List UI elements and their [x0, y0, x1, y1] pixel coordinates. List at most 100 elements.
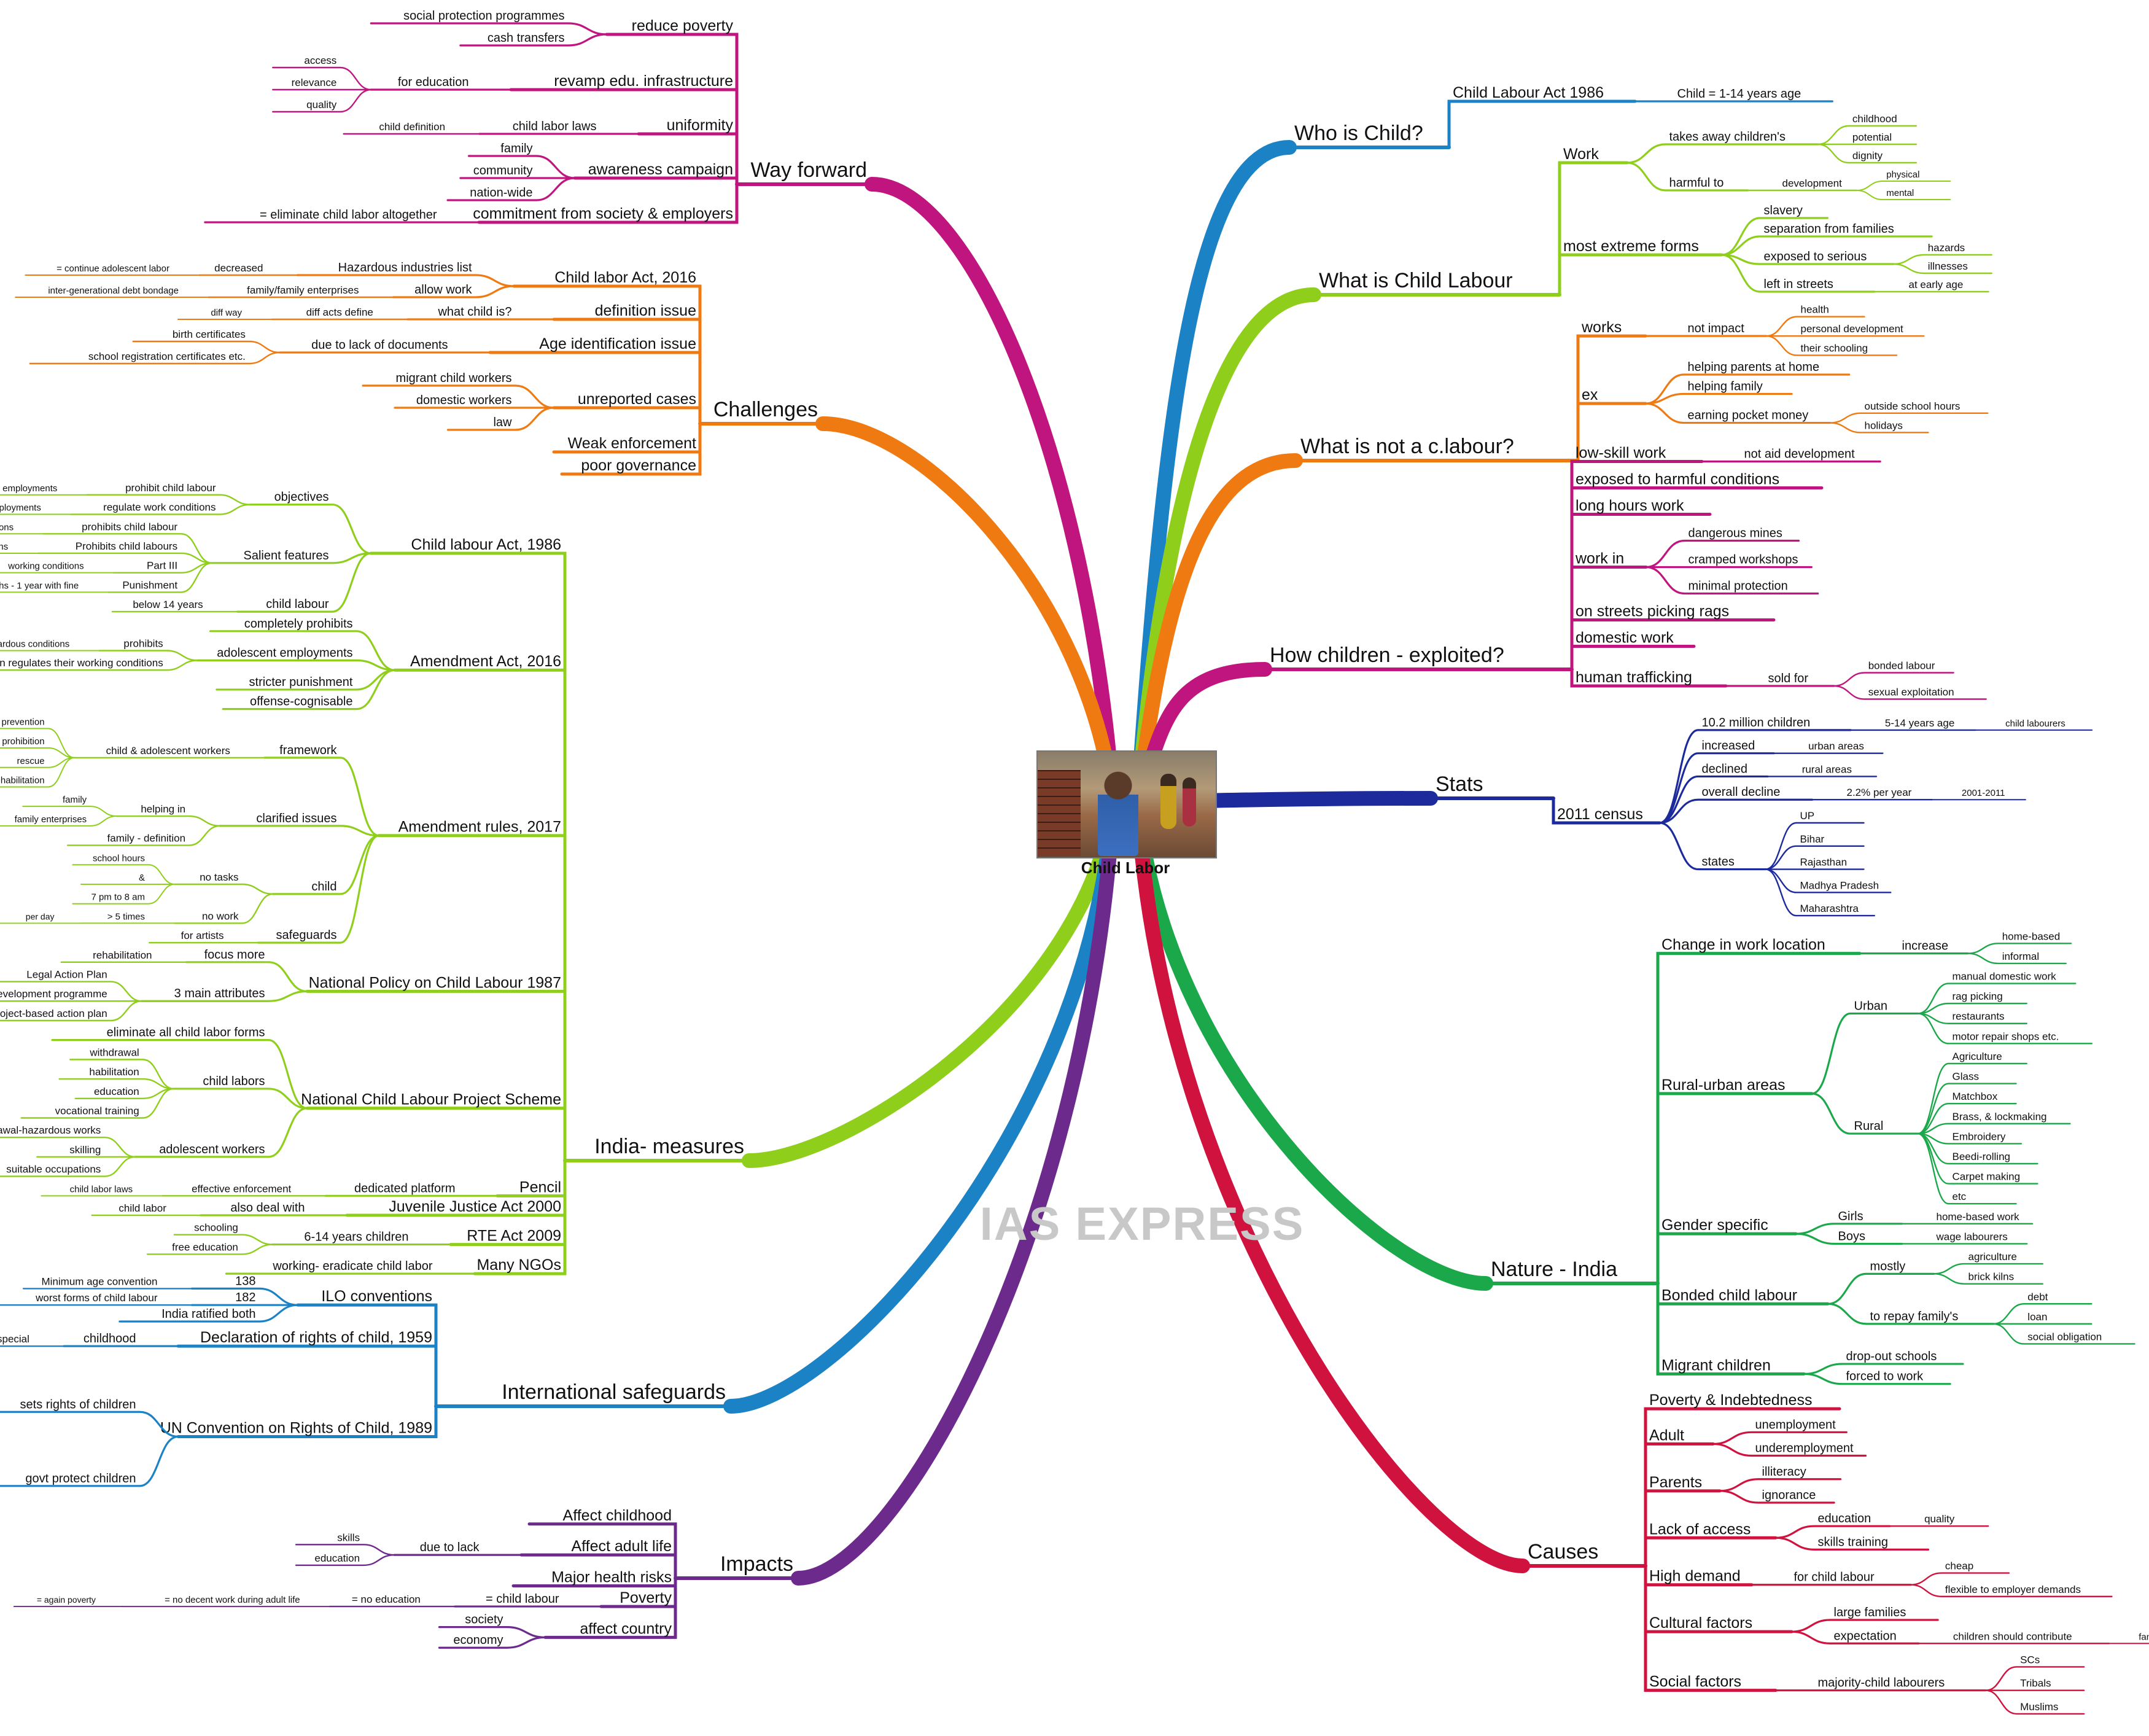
connector-line: [446, 177, 576, 201]
node-2-2-per-year: 2.2% per year: [1847, 787, 1912, 798]
node-salient-features: Salient features: [244, 549, 329, 562]
node-social-obligation: social obligation: [2027, 1331, 2102, 1342]
node-child-labour: child labour: [266, 597, 329, 611]
connector-line: [1626, 143, 1819, 164]
node-what-child-is: what child is?: [437, 305, 511, 319]
connector-line: [1712, 1442, 1867, 1457]
connector-line: [1967, 952, 2067, 965]
connector-line: [1719, 1490, 1835, 1504]
connector-line: [1765, 845, 1865, 870]
node-earning-pocket-money: earning pocket money: [1688, 409, 1809, 422]
node-pencil: Pencil: [519, 1178, 561, 1196]
node-rehabilitation: rehabilitation: [93, 949, 152, 961]
connector-line: [1795, 1232, 1903, 1245]
connector-line: [1658, 775, 1769, 824]
node-child-labor: child labor: [119, 1202, 166, 1214]
central-topic-title: Child Labor: [1081, 858, 1170, 877]
connector-line: [560, 422, 702, 476]
node-affect-country: affect country: [580, 1620, 672, 1637]
node-migrant-child-workers: migrant child workers: [396, 372, 512, 385]
node-birth-certificates: birth certificates: [173, 329, 246, 340]
node-muslims: Muslims: [2020, 1701, 2058, 1713]
node-rajasthan: Rajasthan: [1800, 857, 1848, 868]
node-migrant-children: Migrant children: [1661, 1356, 1771, 1374]
node-no-decent-work-during-adult-life: = no decent work during adult life: [165, 1595, 300, 1605]
node-illnesses: illnesses: [1928, 260, 1968, 272]
node-below-14-years: below 14 years: [133, 599, 203, 610]
connector-line: [1765, 822, 1865, 870]
node-due-to-lack-of-documents: due to lack of documents: [311, 338, 448, 352]
connector-line: [176, 1404, 438, 1438]
node-amendment-rules-2017: Amendment rules, 2017: [398, 819, 561, 836]
connector-line: [0, 728, 76, 758]
connector-line: [1447, 99, 1637, 149]
node-most-extreme-forms: most extreme forms: [1563, 238, 1699, 255]
node-regulate-work-conditions: regulate work conditions: [103, 502, 216, 513]
node-social-factors: Social factors: [1649, 1673, 1741, 1691]
node-some-other-employments: some other employments: [0, 503, 41, 513]
connector-line: [0, 815, 117, 827]
node-3-months-1-year-with-fine: 3 months - 1 year with fine: [0, 580, 79, 591]
node-child-labor-laws: child labor laws: [70, 1184, 133, 1194]
connector-line: [1644, 1536, 1778, 1568]
node-social-protection-programmes: social protection programmes: [403, 9, 564, 23]
node-cultural-factors: Cultural factors: [1649, 1614, 1752, 1632]
branch-how-children-exploited: How children - exploited?: [1270, 644, 1504, 667]
node-affect-childhood: Affect childhood: [563, 1507, 672, 1524]
node-carpet-making: Carpet making: [1953, 1171, 2021, 1183]
connector-line: [1644, 1442, 1715, 1568]
connector-line: [1626, 162, 1749, 192]
node-potential: potential: [1852, 131, 1892, 143]
node-maharashtra: Maharashtra: [1800, 903, 1859, 914]
node-family-definition: family - definition: [107, 833, 186, 844]
node-family: family: [500, 142, 532, 155]
connector-line: [1656, 1092, 1814, 1285]
node-glass: Glass: [1953, 1071, 1979, 1083]
connector-line: [1827, 1272, 1935, 1305]
node-tribals: Tribals: [2020, 1678, 2051, 1689]
node-family-community-survival: family & community survival: [2139, 1632, 2149, 1642]
node-agriculture: agriculture: [1968, 1251, 2017, 1263]
node-objectives: objectives: [274, 491, 329, 504]
node-weak-enforcement: Weak enforcement: [568, 435, 696, 452]
connector-line: [1917, 1102, 2017, 1135]
connector-line: [196, 659, 396, 671]
node-prohibit-child-labour: prohibit child labour: [125, 482, 216, 494]
node-minimal-protection: minimal protection: [1688, 580, 1788, 593]
node-child-labour-act-1986: Child Labour Act 1986: [1453, 84, 1604, 101]
node-cheap: cheap: [1945, 1560, 1973, 1572]
node-underemployment: underemployment: [1755, 1442, 1854, 1455]
connector-line: [1765, 335, 1898, 356]
background-person-1: [1160, 774, 1176, 829]
node-: &: [139, 873, 145, 883]
branch-india-measures-stem: [742, 796, 1121, 1168]
node-minimum-age-convention: Minimum age convention: [42, 1275, 158, 1287]
node-again-poverty: = again poverty: [37, 1595, 96, 1605]
node-brass-lockmaking: Brass, & lockmaking: [1953, 1111, 2047, 1123]
connector-line: [573, 176, 739, 186]
node-skills: skills: [337, 1532, 360, 1543]
node-madhya-pradesh: Madhya Pradesh: [1800, 879, 1879, 891]
node-work: Work: [1563, 146, 1599, 163]
node-continue-adolescent-labor: = continue adolescent labor: [56, 263, 169, 274]
node-bonded-labour: bonded labour: [1868, 660, 1935, 672]
node-10-2-million-children: 10.2 million children: [1702, 716, 1811, 730]
node-community: community: [473, 164, 533, 177]
connector-line: [392, 285, 515, 298]
node-part-iii: Part III: [147, 560, 177, 572]
node-education: education: [314, 1552, 360, 1564]
connector-line: [51, 1039, 308, 1110]
node-change-in-work-location: Change in work location: [1661, 936, 1825, 954]
node-law: law: [493, 416, 512, 429]
node-in-some-employments: in some employments: [0, 483, 57, 494]
connector-line: [0, 1137, 136, 1158]
node-revamp-edu-infrastructure: revamp edu. infrastructure: [554, 72, 733, 90]
node-cramped-workshops: cramped workshops: [1688, 553, 1798, 567]
connector-line: [209, 630, 396, 671]
node-for-artists: for artists: [181, 930, 224, 941]
connector-line: [107, 562, 213, 593]
connector-line: [1984, 1666, 2085, 1691]
connector-line: [1917, 1062, 2027, 1135]
node-mental: mental: [1886, 188, 1914, 198]
